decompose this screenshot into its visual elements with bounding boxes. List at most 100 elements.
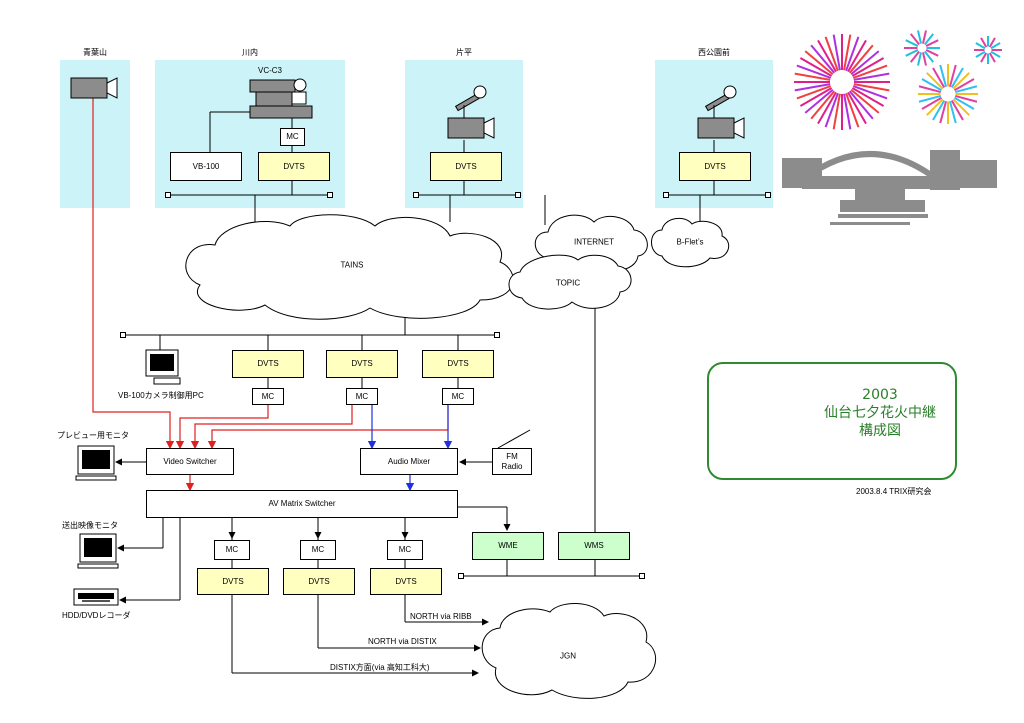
fireworks-illustration: [794, 30, 1002, 130]
firework-ray: [845, 36, 860, 72]
firework-ray: [853, 83, 890, 92]
topic-cloud-shape: [508, 254, 632, 310]
vb100-pc-label: VB-100カメラ制御用PC: [118, 391, 204, 400]
dvts-hub-3: DVTS: [422, 350, 494, 378]
firework-ray: [843, 34, 852, 71]
firework-ray: [988, 52, 996, 63]
site-name-katahira: 片平: [456, 48, 472, 57]
dvts-katahira: DVTS: [430, 152, 502, 181]
vb100-box: VB-100: [170, 152, 242, 181]
camera-nishikoen-icon: [697, 85, 745, 139]
firework-ray: [845, 92, 860, 128]
firework-ray: [796, 64, 832, 79]
send-monitor-label: 送出映像モニタ: [62, 521, 118, 530]
site-name-nishikoen: 西公園前: [698, 48, 730, 57]
terminator: [494, 332, 500, 338]
firework-ray: [932, 99, 946, 121]
firework-ray: [952, 72, 970, 90]
firework-ray: [926, 72, 944, 90]
firework-ray: [948, 64, 957, 88]
firework-ray: [980, 52, 988, 63]
firework-ray: [988, 37, 996, 48]
firework-ray: [852, 85, 888, 100]
internet-cloud-label: INTERNET: [574, 237, 614, 247]
tains-cloud-shape: [185, 214, 514, 320]
firework-ray: [917, 52, 922, 66]
topic-cloud-label: TOPIC: [555, 278, 581, 288]
tains-cloud-label: TAINS: [340, 260, 364, 270]
mc-hub-2: MC: [346, 388, 378, 405]
firework-ray: [926, 98, 944, 116]
mc-hub-3: MC: [442, 388, 474, 405]
firework-ray: [817, 91, 837, 125]
firework-ray: [990, 42, 1001, 50]
vc-c3-camera-icon: [249, 78, 313, 119]
firework-ray: [975, 42, 986, 50]
site-bus-lines: [125, 111, 768, 673]
firework-ray: [975, 50, 986, 58]
vc-c3-label: VC-C3: [258, 66, 283, 75]
pc-icon: [145, 335, 181, 385]
firework-ray: [909, 33, 920, 46]
title-line2: 構成図: [859, 423, 901, 439]
mc-out-1: MC: [214, 540, 250, 560]
video-switcher: Video Switcher: [146, 448, 234, 475]
firework-ray: [952, 98, 970, 116]
mc-out-3: MC: [387, 540, 423, 560]
firework-ray: [799, 57, 833, 77]
firework-ray: [847, 39, 867, 73]
preview-monitor-icon: [75, 445, 117, 481]
dvts-kawauchi: DVTS: [258, 152, 330, 181]
firework-ray: [953, 96, 975, 110]
north-distix-label: NORTH via DISTIX: [368, 637, 437, 646]
firework-ray: [980, 37, 988, 48]
firework-ray: [948, 100, 957, 124]
firework-ray: [850, 88, 880, 114]
firework-ray: [799, 87, 833, 107]
firework-ray: [954, 85, 978, 94]
firework-ray: [922, 30, 927, 44]
firework-ray: [824, 92, 839, 128]
firework-ray: [843, 93, 852, 130]
firework-ray: [905, 39, 919, 47]
distix-route-label: DISTIX方面(via 高知工科大): [330, 663, 430, 672]
firework-ray: [804, 88, 834, 114]
dvts-out-2: DVTS: [283, 568, 355, 595]
firework-ray: [850, 50, 880, 76]
firework-ray: [832, 93, 841, 130]
mc-out-2: MC: [300, 540, 336, 560]
firework-ray: [917, 30, 922, 44]
firework-ray: [851, 87, 885, 107]
firework-ray: [848, 90, 874, 120]
firework-ray: [804, 50, 834, 76]
firework-ray: [847, 91, 867, 125]
firework-ray: [905, 49, 919, 57]
firework-ray: [953, 78, 975, 92]
title-credit: 2003.8.4 TRIX研究会: [856, 487, 932, 496]
firework-ray: [939, 64, 948, 88]
terminator: [515, 192, 521, 198]
audio-mixer: Audio Mixer: [360, 448, 458, 475]
firework-ray: [810, 90, 836, 120]
av-matrix-switcher: AV Matrix Switcher: [146, 490, 458, 518]
firework-ray: [939, 100, 948, 124]
dvts-nishikoen: DVTS: [679, 152, 751, 181]
firework-ray: [918, 94, 942, 103]
terminator: [120, 332, 126, 338]
title-year: 2003: [862, 387, 898, 403]
firework-ray: [832, 34, 841, 71]
firework-ray: [810, 44, 836, 74]
terminator: [639, 573, 645, 579]
firework-ray: [990, 50, 1001, 58]
firework-ray: [954, 94, 978, 103]
firework-ray: [922, 52, 927, 66]
jgn-cloud-shape: [481, 602, 657, 699]
hdd-recorder-label: HDD/DVDレコーダ: [62, 611, 131, 620]
send-monitor-icon: [77, 533, 119, 569]
firework-ray: [848, 44, 874, 74]
dvts-out-3: DVTS: [370, 568, 442, 595]
firework-ray: [852, 64, 888, 79]
firework-ray: [921, 78, 943, 92]
